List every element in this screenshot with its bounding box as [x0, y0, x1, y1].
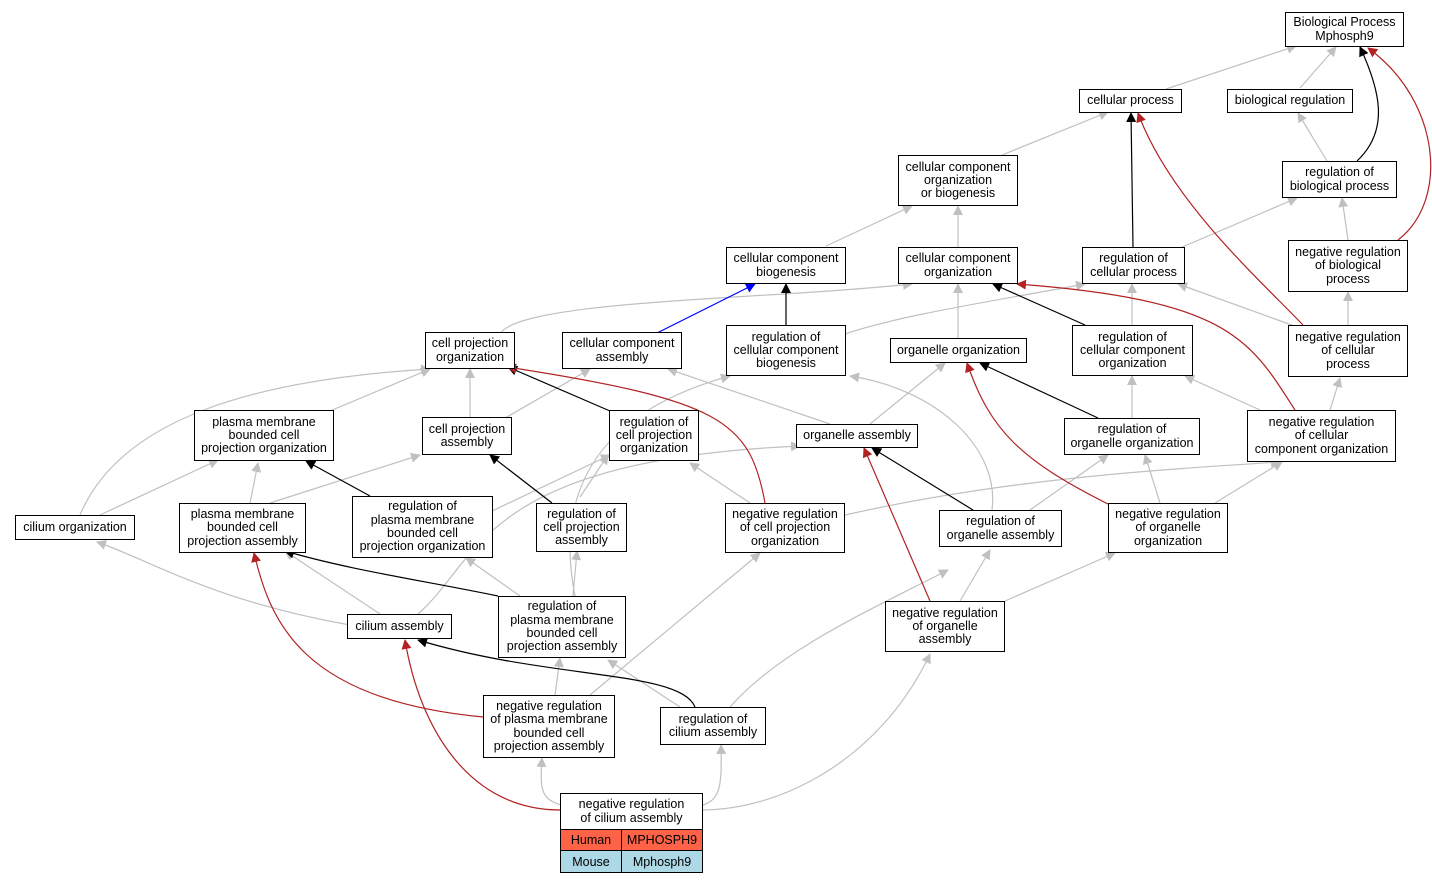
edge	[849, 372, 994, 511]
go-term-node[interactable]: cell projection organization	[425, 332, 515, 369]
edge	[701, 653, 931, 811]
edge	[506, 363, 766, 504]
edge	[305, 460, 371, 497]
go-term-node[interactable]: negative regulation of organelle organiz…	[1108, 503, 1228, 553]
go-term-node[interactable]: cellular component biogenesis	[726, 247, 846, 284]
edge	[251, 552, 484, 718]
edge	[249, 462, 262, 504]
edge	[489, 454, 553, 504]
go-term-node[interactable]: biological regulation	[1227, 89, 1353, 113]
edge	[729, 569, 949, 708]
edge	[1165, 44, 1297, 90]
edge	[96, 540, 351, 626]
edge	[1299, 46, 1337, 89]
go-term-node[interactable]: cell projection assembly	[422, 417, 512, 455]
edge	[869, 362, 946, 425]
edge	[965, 362, 1111, 506]
edge	[269, 452, 421, 504]
edge	[607, 659, 681, 708]
edge	[979, 362, 1099, 419]
go-term-node[interactable]: regulation of cilium assembly	[660, 707, 766, 745]
edge	[699, 744, 727, 807]
edge	[992, 283, 1086, 326]
go-term-node[interactable]: regulation of cell projection assembly	[536, 503, 627, 552]
edge	[1142, 454, 1161, 504]
edge	[1004, 552, 1116, 602]
go-term-node[interactable]: Biological Process Mphosph9	[1285, 12, 1404, 47]
go-term-node[interactable]: regulation of biological process	[1282, 161, 1397, 198]
edge	[1136, 112, 1304, 326]
mouse-row: Mouse Mphosph9	[561, 851, 702, 872]
edge	[284, 550, 381, 615]
go-term-node[interactable]: negative regulation of plasma membrane b…	[483, 695, 615, 758]
go-term-node[interactable]: regulation of cellular process	[1082, 247, 1185, 284]
edge	[1338, 197, 1349, 241]
species-label: Mouse	[561, 851, 622, 872]
edge	[1367, 47, 1432, 241]
edge	[489, 454, 611, 513]
edge	[507, 365, 611, 412]
go-term-node[interactable]: regulation of organelle assembly	[939, 510, 1062, 547]
edge	[1126, 112, 1137, 248]
edge	[1001, 110, 1109, 156]
species-label: Human	[561, 830, 622, 850]
edge	[1297, 112, 1328, 162]
go-term-node[interactable]: cilium organization	[15, 515, 135, 540]
gene-ortholog-table: Human MPHOSPH9 Mouse Mphosph9	[560, 829, 703, 873]
edge	[1329, 377, 1343, 411]
go-term-node[interactable]: regulation of plasma membrane bounded ce…	[498, 596, 626, 658]
edge	[844, 457, 1281, 516]
edge	[1214, 461, 1283, 504]
go-term-node[interactable]: organelle assembly	[796, 424, 918, 448]
go-term-node[interactable]: regulation of cellular component organiz…	[1072, 325, 1193, 376]
edge	[569, 373, 731, 597]
edge	[1179, 196, 1298, 249]
go-term-node[interactable]: negative regulation of cellular componen…	[1247, 410, 1396, 462]
edge	[499, 279, 913, 335]
go-term-node[interactable]: negative regulation of organelle assembl…	[885, 601, 1005, 652]
go-term-node[interactable]: organelle organization	[890, 338, 1027, 363]
edge	[553, 657, 564, 696]
edge	[656, 283, 756, 334]
edge	[284, 548, 499, 597]
go-term-node[interactable]: cellular component organization or bioge…	[898, 155, 1018, 206]
go-term-node[interactable]: negative regulation of cell projection o…	[725, 503, 845, 553]
edge	[499, 368, 591, 422]
edge	[1016, 279, 1296, 411]
edge	[329, 367, 431, 412]
go-term-node-root[interactable]: negative regulation of cilium assembly	[560, 793, 703, 830]
edge	[667, 367, 831, 425]
edge	[99, 459, 219, 516]
edge	[689, 462, 751, 504]
go-term-node[interactable]: negative regulation of biological proces…	[1288, 240, 1408, 292]
go-term-node[interactable]: cellular component organization	[898, 247, 1018, 284]
edge	[862, 447, 931, 602]
go-term-node[interactable]: negative regulation of cellular process	[1288, 325, 1408, 377]
edge	[871, 447, 974, 511]
edge	[1184, 375, 1261, 411]
edge	[401, 639, 561, 811]
edge	[589, 552, 761, 696]
gene-symbol[interactable]: MPHOSPH9	[626, 833, 698, 847]
edge	[571, 550, 582, 597]
go-term-node[interactable]: regulation of plasma membrane bounded ce…	[352, 496, 493, 558]
gene-symbol[interactable]: Mphosph9	[632, 854, 692, 869]
edge	[959, 549, 991, 602]
edge	[1356, 46, 1379, 162]
human-row: Human MPHOSPH9	[561, 830, 702, 851]
edge	[465, 557, 521, 597]
edge	[417, 637, 696, 708]
go-term-node[interactable]: cellular component assembly	[562, 332, 682, 369]
edge	[825, 205, 913, 247]
go-term-node[interactable]: regulation of cell projection organizati…	[609, 410, 699, 461]
go-term-node[interactable]: cilium assembly	[347, 614, 452, 639]
edge	[536, 757, 566, 807]
go-term-node[interactable]: plasma membrane bounded cell projection …	[194, 410, 334, 461]
go-term-node[interactable]: regulation of organelle organization	[1064, 418, 1200, 455]
go-term-node[interactable]: regulation of cellular component biogene…	[726, 325, 846, 376]
go-term-node[interactable]: plasma membrane bounded cell projection …	[179, 503, 306, 553]
edge	[1177, 282, 1301, 329]
go-term-node[interactable]: cellular process	[1079, 89, 1182, 113]
edge	[844, 280, 1086, 335]
